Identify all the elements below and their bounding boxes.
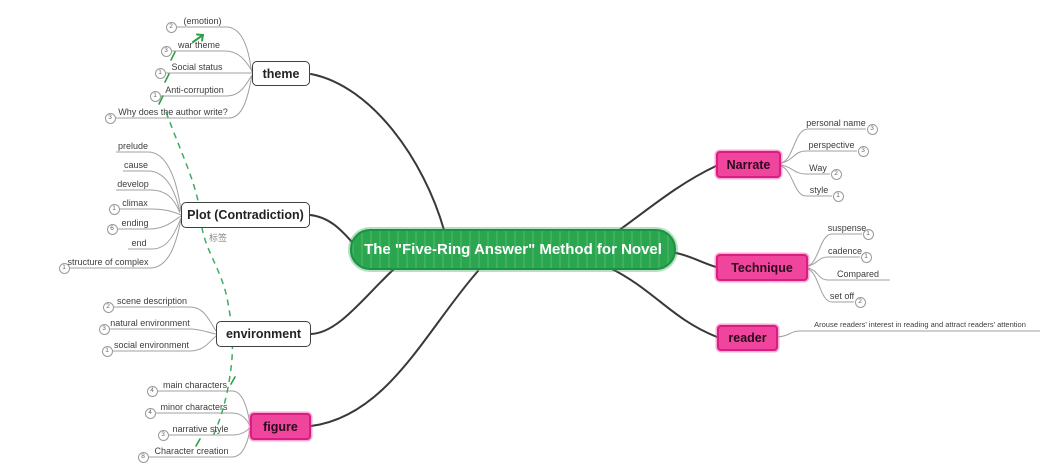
subtopic-develop[interactable]: develop <box>117 179 149 189</box>
priority-badge: 3 <box>157 429 169 441</box>
branch-node-narrate[interactable]: Narrate <box>716 151 781 178</box>
subtopic-narrative-style[interactable]: narrative style <box>172 424 229 434</box>
priority-badge: 1 <box>149 90 161 102</box>
subtopic-style[interactable]: style <box>809 185 829 195</box>
priority-badge: 1 <box>58 262 70 274</box>
branch-node-theme[interactable]: theme <box>252 61 310 86</box>
priority-badge: 2 <box>102 301 114 313</box>
priority-badge: 3 <box>160 45 172 57</box>
subtopic-prelude[interactable]: prelude <box>117 141 149 151</box>
priority-badge: 3 <box>866 123 878 135</box>
subtopic-cadence[interactable]: cadence <box>827 246 863 256</box>
priority-badge: 1 <box>154 67 166 79</box>
branch-node-figure[interactable]: figure <box>250 413 311 440</box>
central-topic[interactable]: The "Five-Ring Answer" Method for Novel <box>350 229 676 270</box>
priority-badge: 8 <box>137 451 149 463</box>
priority-badge: 2 <box>854 296 866 308</box>
priority-badge: 4 <box>146 385 158 397</box>
priority-badge: 6 <box>106 223 118 235</box>
subtopic-arouse-readers-interest[interactable]: Arouse readers' interest in reading and … <box>814 320 1026 329</box>
branch-node-environment[interactable]: environment <box>216 321 311 347</box>
subtopic-climax[interactable]: climax <box>122 198 148 208</box>
subtopic-personal-name[interactable]: personal name <box>806 118 866 128</box>
priority-badge: 1 <box>108 203 120 215</box>
subtopic-minor-characters[interactable]: minor characters <box>160 402 228 412</box>
priority-badge: 1 <box>862 228 874 240</box>
subtopic-character-creation[interactable]: Character creation <box>154 446 229 456</box>
subtopic-cause[interactable]: cause <box>123 160 149 170</box>
priority-badge: 4 <box>144 407 156 419</box>
branch-node-plot[interactable]: Plot (Contradiction) <box>181 202 310 228</box>
subtopic-natural-environment[interactable]: natural environment <box>110 318 190 328</box>
relationship-line <box>165 111 234 439</box>
subtopic-suspense[interactable]: suspense <box>827 223 867 233</box>
priority-badge: 1 <box>101 345 113 357</box>
priority-badge: 2 <box>165 21 177 33</box>
subtopic-anti-corruption[interactable]: Anti-corruption <box>165 85 224 95</box>
subtopic-scene-description[interactable]: scene description <box>116 296 188 306</box>
plot-label-note: 标签 <box>208 233 227 243</box>
subtopic-ending[interactable]: ending <box>121 218 149 228</box>
priority-badge: 3 <box>98 323 110 335</box>
green-tick-marks <box>158 51 236 447</box>
subtopic-structure-of-complex[interactable]: structure of complex <box>67 257 149 267</box>
subtopic-social-environment[interactable]: social environment <box>113 340 190 350</box>
branch-node-reader[interactable]: reader <box>717 325 778 351</box>
priority-badge: 3 <box>857 145 869 157</box>
subtopic-main-characters[interactable]: main characters <box>162 380 228 390</box>
subtopic-connectors <box>70 26 1040 458</box>
priority-badge: 2 <box>830 168 842 180</box>
subtopic-social-status[interactable]: Social status <box>171 62 223 72</box>
arrow-ne-icon <box>192 33 204 43</box>
branch-node-technique[interactable]: Technique <box>716 254 808 281</box>
subtopic-why-author-writes[interactable]: Why does the author write? <box>118 107 228 117</box>
subtopic-emotion[interactable]: (emotion) <box>183 16 222 26</box>
subtopic-way[interactable]: Way <box>809 163 827 173</box>
subtopic-compared[interactable]: Compared <box>836 269 880 279</box>
priority-badge: 3 <box>104 112 116 124</box>
priority-badge: 1 <box>832 190 844 202</box>
main-branch-curves <box>309 73 718 427</box>
subtopic-perspective[interactable]: perspective <box>808 140 855 150</box>
subtopic-end[interactable]: end <box>131 238 147 248</box>
subtopic-set-off[interactable]: set off <box>829 291 855 301</box>
priority-badge: 1 <box>860 251 872 263</box>
subtopic-war-theme[interactable]: war theme <box>177 40 221 50</box>
